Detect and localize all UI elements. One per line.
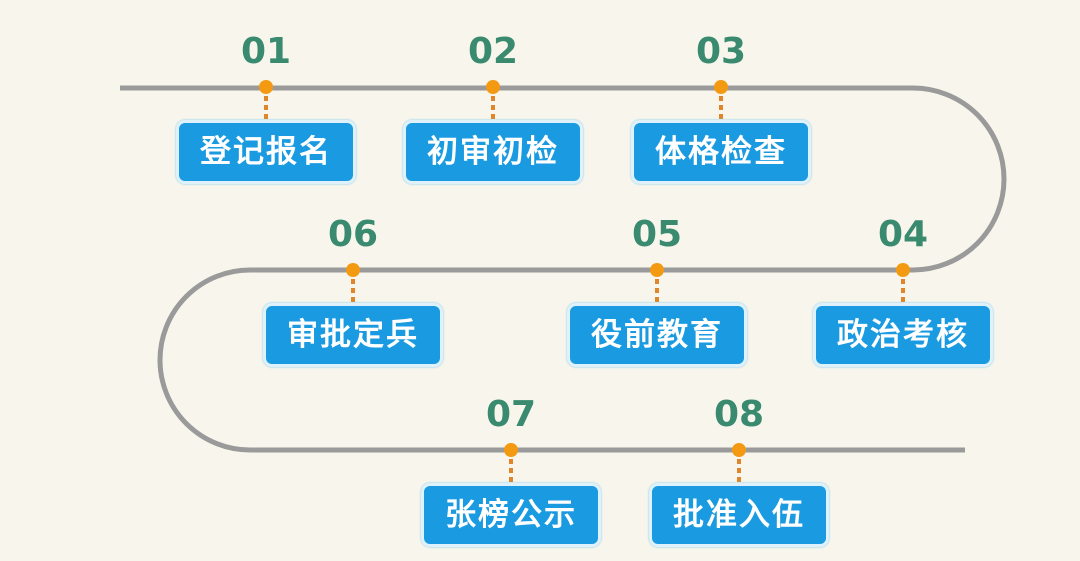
step-label: 审批定兵 [263,303,443,367]
dot-icon [259,80,273,94]
step-label: 登记报名 [176,120,356,184]
step-number: 03 [695,31,747,72]
step-number: 06 [327,214,379,255]
step-number: 07 [485,394,537,435]
dot-icon [486,80,500,94]
connector [719,96,723,124]
connector [737,459,741,487]
step-01: 01 登记报名 [176,30,356,184]
dot-icon [650,263,664,277]
step-02: 02 初审初检 [403,30,583,184]
dot-icon [714,80,728,94]
step-03: 03 体格检查 [631,30,811,184]
step-04: 04 政治考核 [813,213,993,367]
connector [901,279,905,307]
step-label: 张榜公示 [421,483,601,547]
connector [491,96,495,124]
step-label: 役前教育 [567,303,747,367]
step-number: 02 [467,31,519,72]
dot-icon [896,263,910,277]
step-label: 政治考核 [813,303,993,367]
connector [509,459,513,487]
step-06: 06 审批定兵 [263,213,443,367]
step-number: 01 [240,31,292,72]
dot-icon [732,443,746,457]
step-label: 体格检查 [631,120,811,184]
step-label: 初审初检 [403,120,583,184]
step-number: 08 [713,394,765,435]
step-label: 批准入伍 [649,483,829,547]
step-05: 05 役前教育 [567,213,747,367]
connector [351,279,355,307]
dot-icon [504,443,518,457]
connector [264,96,268,124]
connector [655,279,659,307]
step-07: 07 张榜公示 [421,393,601,547]
step-number: 04 [877,214,929,255]
dot-icon [346,263,360,277]
step-08: 08 批准入伍 [649,393,829,547]
step-number: 05 [631,214,683,255]
